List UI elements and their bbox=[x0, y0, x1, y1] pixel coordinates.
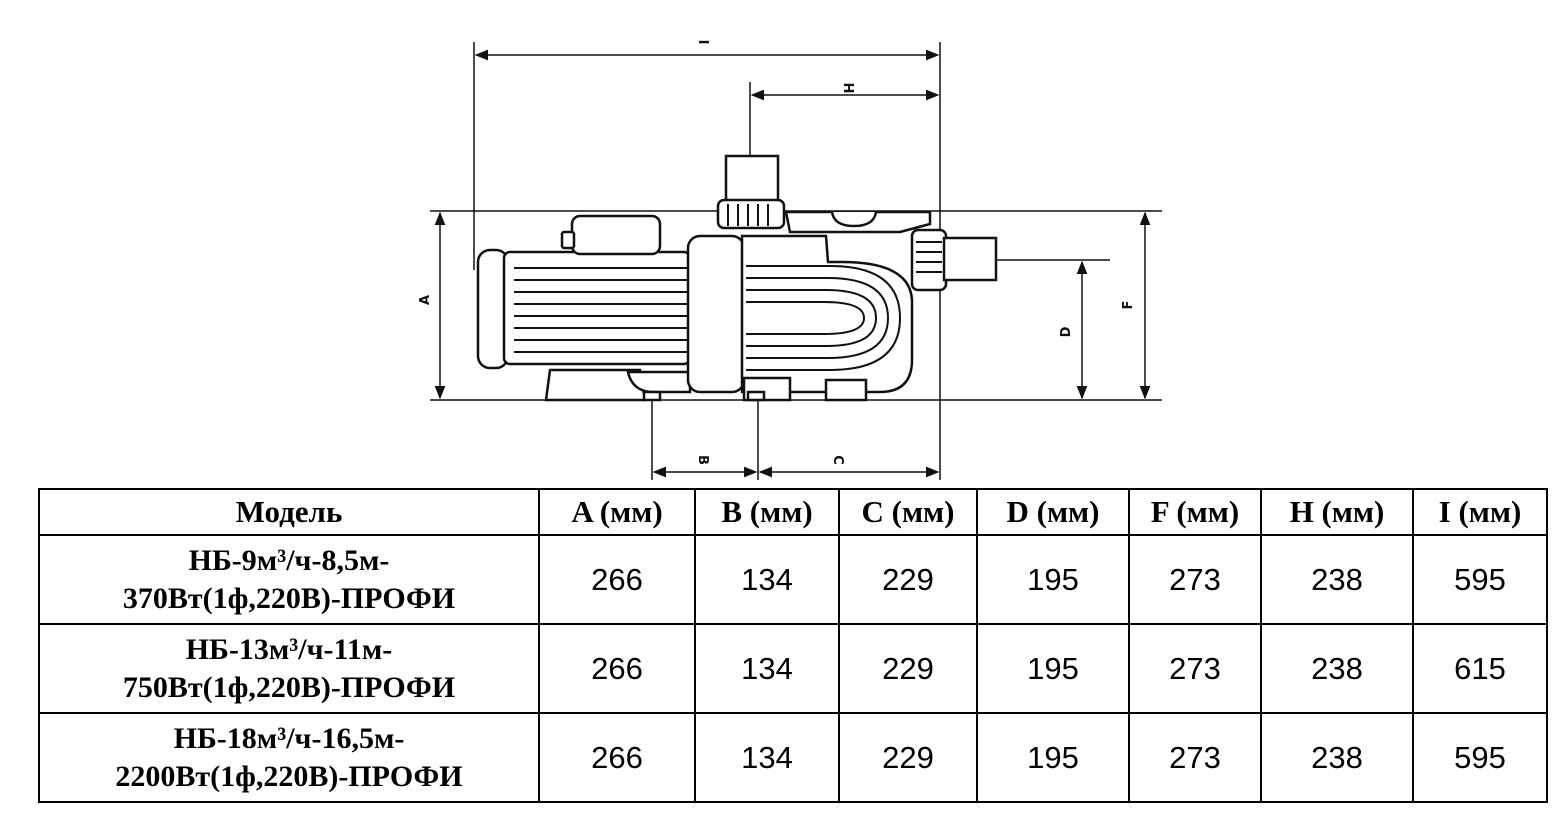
model-name-line-1: НБ-9м³/ч-8,5м- bbox=[188, 543, 390, 577]
dimension-label-d: D bbox=[1059, 326, 1074, 337]
table-row: НБ-18м³/ч-16,5м- 2200Вт(1ф,220В)-ПРОФИ 2… bbox=[38, 712, 1548, 803]
dimension-label-f: F bbox=[1121, 301, 1136, 310]
cell-c: 229 bbox=[838, 712, 978, 803]
cell-a: 266 bbox=[538, 534, 696, 625]
table-header-row: Модель A (мм) B (мм) C (мм) D (мм) F (мм… bbox=[38, 488, 1548, 536]
dimension-label-c: C bbox=[830, 455, 845, 465]
dimension-label-h: H bbox=[840, 83, 855, 94]
cell-i: 595 bbox=[1412, 534, 1548, 625]
header-b: B (мм) bbox=[694, 488, 840, 536]
cell-d: 195 bbox=[976, 534, 1130, 625]
cell-c: 229 bbox=[838, 623, 978, 714]
header-c: C (мм) bbox=[838, 488, 978, 536]
cell-i: 615 bbox=[1412, 623, 1548, 714]
model-name-cell: НБ-18м³/ч-16,5м- 2200Вт(1ф,220В)-ПРОФИ bbox=[38, 712, 540, 803]
table-row: НБ-9м³/ч-8,5м- 370Вт(1ф,220В)-ПРОФИ 266 … bbox=[38, 534, 1548, 625]
model-name-line-2: 2200Вт(1ф,220В)-ПРОФИ bbox=[115, 759, 463, 793]
dimension-lines bbox=[434, 49, 1151, 478]
model-name-line-2: 370Вт(1ф,220В)-ПРОФИ bbox=[122, 581, 456, 615]
table-row: НБ-13м³/ч-11м- 750Вт(1ф,220В)-ПРОФИ 266 … bbox=[38, 623, 1548, 714]
cell-b: 134 bbox=[694, 534, 840, 625]
pump-dimension-drawing: I H A F D B C bbox=[418, 40, 1162, 480]
header-model: Модель bbox=[38, 488, 540, 536]
dimension-label-i: I bbox=[695, 40, 710, 45]
header-d: D (мм) bbox=[976, 488, 1130, 536]
model-name-line-1: НБ-13м³/ч-11м- bbox=[185, 632, 393, 666]
cell-d: 195 bbox=[976, 712, 1130, 803]
header-i: I (мм) bbox=[1412, 488, 1548, 536]
cell-h: 238 bbox=[1260, 534, 1414, 625]
header-f: F (мм) bbox=[1128, 488, 1262, 536]
cell-b: 134 bbox=[694, 712, 840, 803]
model-name-cell: НБ-13м³/ч-11м- 750Вт(1ф,220В)-ПРОФИ bbox=[38, 623, 540, 714]
cell-h: 238 bbox=[1260, 623, 1414, 714]
cell-a: 266 bbox=[538, 712, 696, 803]
header-a: A (мм) bbox=[538, 488, 696, 536]
header-h: H (мм) bbox=[1260, 488, 1414, 536]
model-name-line-1: НБ-18м³/ч-16,5м- bbox=[173, 721, 405, 755]
cell-d: 195 bbox=[976, 623, 1130, 714]
model-name-cell: НБ-9м³/ч-8,5м- 370Вт(1ф,220В)-ПРОФИ bbox=[38, 534, 540, 625]
dimension-label-b: B bbox=[695, 455, 710, 465]
dimension-label-a: A bbox=[418, 295, 433, 305]
cell-h: 238 bbox=[1260, 712, 1414, 803]
pump-outline bbox=[476, 154, 998, 402]
cell-b: 134 bbox=[694, 623, 840, 714]
cell-i: 595 bbox=[1412, 712, 1548, 803]
cell-c: 229 bbox=[838, 534, 978, 625]
cell-a: 266 bbox=[538, 623, 696, 714]
cell-f: 273 bbox=[1128, 623, 1262, 714]
cell-f: 273 bbox=[1128, 534, 1262, 625]
cell-f: 273 bbox=[1128, 712, 1262, 803]
dimensions-table: Модель A (мм) B (мм) C (мм) D (мм) F (мм… bbox=[38, 488, 1548, 803]
model-name-line-2: 750Вт(1ф,220В)-ПРОФИ bbox=[122, 670, 456, 704]
